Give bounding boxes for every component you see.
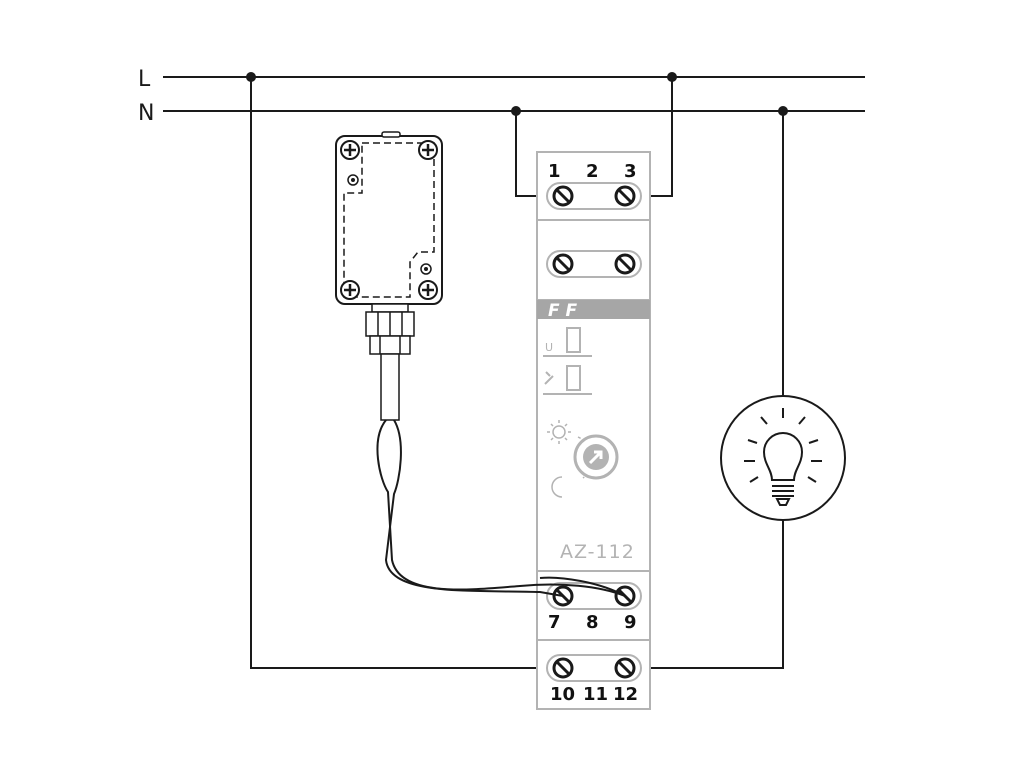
screw-icon [340, 140, 360, 160]
phase-line-label: L [138, 67, 151, 92]
sensor-housing [335, 135, 443, 305]
terminal-11-label: 11 [583, 684, 608, 705]
power-led [566, 327, 581, 353]
terminal-2-label: 2 [586, 161, 599, 182]
screw-icon [340, 280, 360, 300]
lamp-circle [720, 395, 846, 521]
relay-led [566, 365, 581, 391]
model-label: AZ-112 [560, 541, 635, 563]
terminal-screw[interactable] [614, 253, 636, 275]
mounting-hole-icon [347, 174, 359, 186]
sensor-cable-sheath [380, 353, 400, 421]
sensor-top-tab [381, 131, 401, 138]
screw-icon [418, 140, 438, 160]
u-indicator-label: U [545, 341, 553, 354]
screw-icon [418, 280, 438, 300]
terminal-strip-output [546, 654, 642, 682]
terminal-3-label: 3 [624, 161, 637, 182]
terminal-screw-3[interactable] [614, 185, 636, 207]
brand-band [537, 300, 650, 319]
lamp-to-terminal-12-wire [625, 520, 784, 669]
terminal-screw-1[interactable] [552, 185, 574, 207]
terminal-screw-12[interactable] [614, 657, 636, 679]
light-bulb-icon [744, 408, 822, 506]
terminal-strip-top [546, 182, 642, 210]
terminal-7-label: 7 [548, 612, 561, 633]
sensor-lead-loop [539, 576, 626, 597]
neutral-line-label: N [138, 101, 154, 126]
terminal-10-label: 10 [550, 684, 575, 705]
sensor-inner-outline [343, 142, 435, 298]
terminal-1-label: 1 [548, 161, 561, 182]
phase-to-terminal-10-wire [250, 77, 540, 669]
terminal-strip-unused [546, 250, 642, 278]
relay-device: F F U AZ-112 [536, 151, 651, 710]
terminal-9-label: 9 [624, 612, 637, 633]
mounting-hole-icon [420, 263, 432, 275]
terminal-screw-10[interactable] [552, 657, 574, 679]
cable-gland [365, 303, 415, 355]
moon-icon [551, 476, 563, 498]
lamp [720, 395, 846, 521]
device-body [536, 151, 651, 710]
brand-label: F F [548, 301, 578, 321]
relay-contact-icon [544, 371, 554, 385]
terminal-screw[interactable] [552, 253, 574, 275]
sensor-lead-to-terminal-7 [384, 419, 564, 597]
sun-icon [547, 420, 571, 444]
terminal-12-label: 12 [613, 684, 638, 705]
terminal-8-label: 8 [586, 612, 599, 633]
knob-arrow-icon [588, 450, 603, 465]
light-sensor [335, 131, 443, 421]
